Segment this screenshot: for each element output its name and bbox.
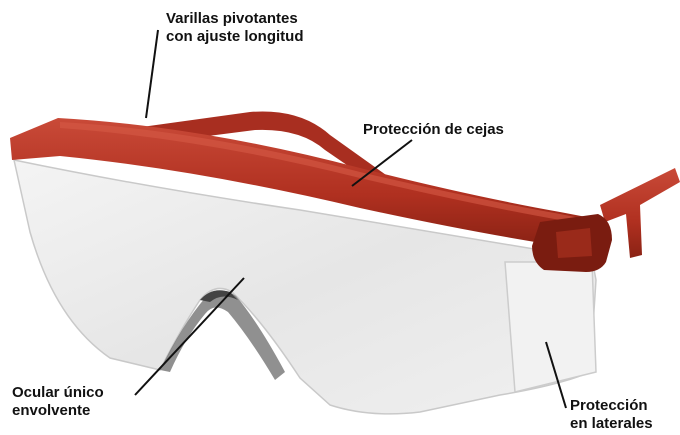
label-wraparound-lens: Ocular único envolvente <box>12 384 104 420</box>
label-pivoting-temples: Varillas pivotantes con ajuste longitud <box>166 10 304 46</box>
side-shield <box>505 262 596 392</box>
label-line: Ocular único <box>12 384 104 402</box>
label-line: Varillas pivotantes <box>166 10 304 28</box>
label-line: en laterales <box>570 415 653 433</box>
label-brow-protection: Protección de cejas <box>363 121 504 139</box>
label-line: Protección de cejas <box>363 121 504 139</box>
label-line: con ajuste longitud <box>166 28 304 46</box>
label-line: envolvente <box>12 402 104 420</box>
label-line: Protección <box>570 397 653 415</box>
label-side-protection: Protección en laterales <box>570 397 653 433</box>
leader-varillas <box>146 30 158 118</box>
near-temple-arm <box>600 168 680 258</box>
hinge-plate <box>556 228 592 258</box>
